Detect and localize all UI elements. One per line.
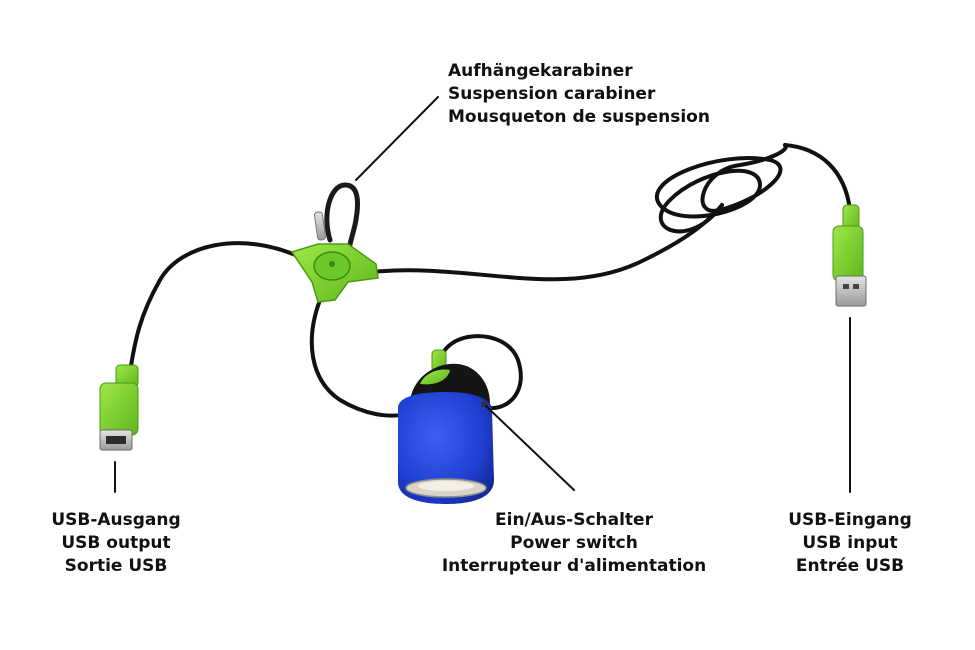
label-carabiner-de: Aufhängekarabiner [448,61,633,81]
label-usb-output-en: USB output [61,533,171,553]
cable-to-coil [370,203,724,282]
label-usb-input: USB-Eingang USB input Entrée USB [775,509,925,578]
label-usb-output-de: USB-Ausgang [51,510,181,530]
label-power-switch-en: Power switch [510,533,638,553]
usb-output-connector [99,364,139,451]
cables [128,143,852,418]
label-usb-input-de: USB-Eingang [788,510,912,530]
cable-coil [655,143,788,234]
label-carabiner: Aufhängekarabiner Suspension carabiner M… [448,60,710,129]
cable-splitter-hub [290,243,379,303]
cable-to-lamp [309,298,407,418]
label-power-switch-de: Ein/Aus-Schalter [495,510,653,530]
cable-to-usb-output [128,241,302,374]
cable-to-usb-input [783,143,852,212]
callout-line-power-switch [485,405,575,491]
label-usb-output: USB-Ausgang USB output Sortie USB [40,509,192,578]
callout-line-carabiner [355,96,439,181]
usb-input-connector [832,204,867,307]
carabiner [313,182,360,255]
label-carabiner-en: Suspension carabiner [448,84,656,104]
label-usb-input-fr: Entrée USB [795,556,905,576]
label-power-switch: Ein/Aus-Schalter Power switch Interrupte… [426,509,722,578]
lamp-loop-cable [438,334,523,411]
label-usb-input-en: USB input [802,533,898,553]
label-power-switch-fr: Interrupteur d'alimentation [441,556,707,576]
label-carabiner-fr: Mousqueton de suspension [448,107,710,127]
callout-lines [114,96,851,493]
label-usb-output-fr: Sortie USB [64,556,168,576]
led-lamp [398,349,494,504]
